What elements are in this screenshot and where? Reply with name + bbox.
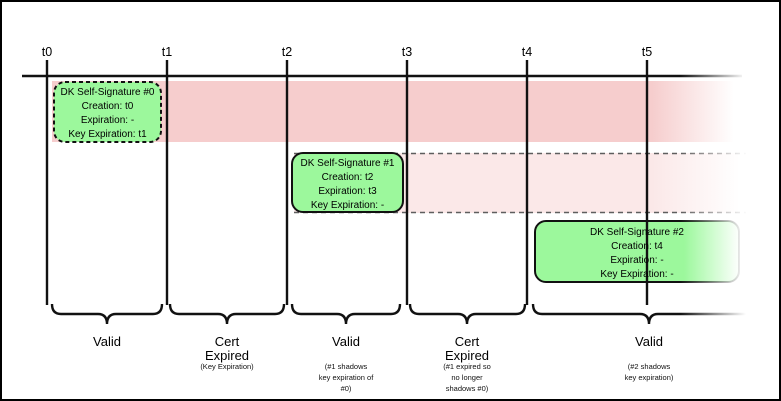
sig2-expiration: Expiration: - <box>610 255 664 266</box>
tick-label-t1: t1 <box>161 45 173 59</box>
period-note-valid-3: (#2 shadows key expiration) <box>624 362 674 382</box>
sig0-box <box>53 81 162 143</box>
period-label-cert-expired-2: Cert Expired <box>444 334 490 363</box>
tick-label-t3: t3 <box>401 45 413 59</box>
period-note-valid-2: (#1 shadows key expiration of #0) <box>318 362 374 393</box>
tick-label-t4: t4 <box>521 45 533 59</box>
brace-valid-1 <box>50 303 164 325</box>
band-sig0-key-expired <box>52 81 734 142</box>
period-note-cert-expired-1: (Key Expiration) <box>200 362 254 371</box>
sig0-key-expiration: Key Expiration: t1 <box>68 129 147 140</box>
brace-valid-2 <box>290 303 402 325</box>
period-note-cert-expired-2: (#1 expired so no longer shadows #0) <box>443 362 491 393</box>
sig2-box <box>534 220 740 283</box>
brace-cert-expired-2 <box>408 303 527 325</box>
period-label-valid-2: Valid <box>332 334 360 349</box>
sig0-title: DK Self-Signature #0 <box>60 87 155 98</box>
period-label-cert-expired-1: Cert Expired <box>204 334 250 363</box>
sig2-title: DK Self-Signature #2 <box>590 227 684 238</box>
brace-valid-3 <box>531 303 767 325</box>
sig2-box-text: DK Self-Signature #2 Creation: t4 Expira… <box>535 223 739 282</box>
sig0-expiration: Expiration: - <box>80 115 135 126</box>
sig0-creation: Creation: t0 <box>81 101 134 112</box>
period-label-valid-3: Valid <box>635 334 663 349</box>
sig1-creation: Creation: t2 <box>321 172 374 183</box>
period-braces <box>50 303 767 325</box>
sig1-title: DK Self-Signature #1 <box>300 158 395 169</box>
sig1-box-text: DK Self-Signature #1 Creation: t2 Expira… <box>292 154 403 213</box>
tick-label-t5: t5 <box>641 45 653 59</box>
sig2-key-expiration: Key Expiration: - <box>600 269 674 280</box>
sig1-box <box>291 152 404 213</box>
period-label-valid-1: Valid <box>93 334 121 349</box>
tick-label-t2: t2 <box>281 45 293 59</box>
tick-label-t0: t0 <box>41 45 53 59</box>
brace-cert-expired-1 <box>168 303 286 325</box>
sig2-creation: Creation: t4 <box>611 241 663 252</box>
tick-lines <box>45 60 649 305</box>
sig0-box-text: DK Self-Signature #0 Creation: t0 Expira… <box>54 83 161 142</box>
sig1-key-expiration: Key Expiration: - <box>310 200 385 211</box>
sig1-expiration: Expiration: t3 <box>318 186 377 197</box>
